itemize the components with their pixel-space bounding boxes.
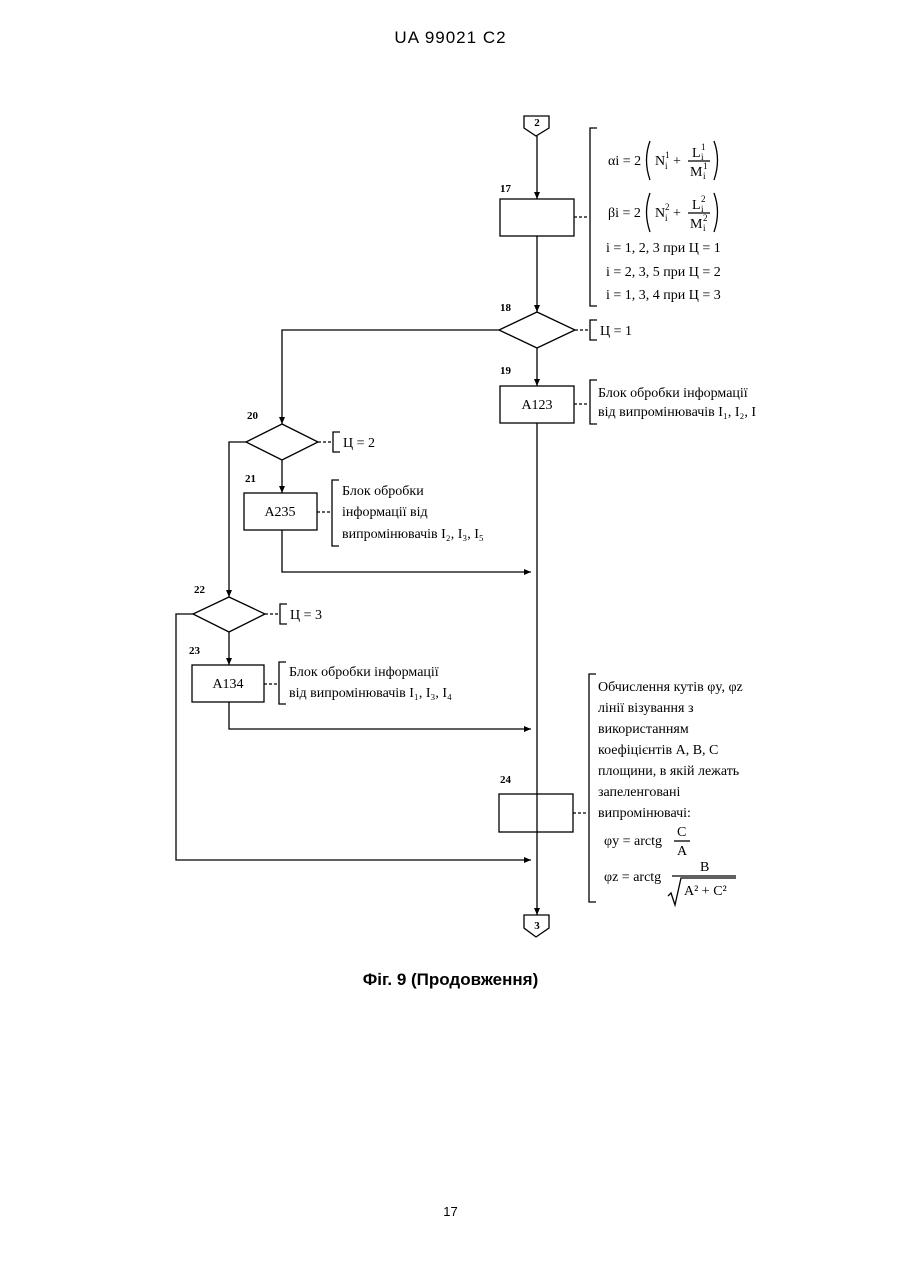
block-21-desc-3: випромінювачів I₂, I₃, I₅ — [342, 527, 484, 542]
beta-L-sup: 2 — [701, 194, 706, 204]
decision-18-condition: Ц = 1 — [600, 324, 632, 339]
block-18-number: 18 — [500, 302, 512, 314]
block-24-desc-5: площини, в якій лежать — [598, 764, 739, 779]
page-number: 17 — [0, 1204, 901, 1219]
block-24-desc-2: лінії візування з — [598, 701, 694, 716]
block-23-desc-2: від випромінювачів I₁, I₃, I₄ — [289, 686, 452, 701]
block-17 — [500, 199, 574, 236]
alpha-M: M — [690, 165, 703, 180]
alpha-M-sup: 1 — [703, 161, 708, 171]
connector-in-label: 2 — [534, 117, 540, 129]
phi-z-numerator: B — [700, 860, 709, 875]
alpha-N-sub: i — [665, 161, 668, 171]
block-23-label: A134 — [212, 677, 243, 692]
alpha-N-sup: 1 — [665, 150, 670, 160]
block-19-desc-1: Блок обробки інформації — [598, 386, 748, 401]
block-21-desc-2: інформації від — [342, 505, 428, 520]
block-19-number: 19 — [500, 365, 512, 377]
beta-formula-lhs: βi = 2 — [608, 206, 641, 221]
index-line-1: i = 1, 2, 3 при Ц = 1 — [606, 241, 721, 256]
phi-y-denominator: A — [677, 844, 688, 859]
beta-N: N — [655, 206, 665, 221]
index-line-3: i = 1, 3, 4 при Ц = 3 — [606, 288, 721, 303]
block-23-desc-1: Блок обробки інформації — [289, 665, 439, 680]
alpha-N: N — [655, 154, 665, 169]
alpha-L: L — [692, 146, 701, 161]
figure-caption: Фіг. 9 (Продовження) — [0, 970, 901, 990]
alpha-formula-lhs: αi = 2 — [608, 154, 641, 169]
block-24-desc-4: коефіцієнтів A, B, C — [598, 743, 718, 758]
connector-out-label: 3 — [534, 920, 540, 932]
decision-18 — [499, 312, 575, 348]
alpha-M-sub: i — [703, 171, 706, 181]
block-20-number: 20 — [247, 410, 259, 422]
block-24-desc-7: випромінювачі: — [598, 806, 691, 821]
phi-z-denominator: A² + C² — [684, 884, 727, 899]
alpha-L-sup: 1 — [701, 142, 706, 152]
block-21-label: A235 — [264, 505, 295, 520]
decision-22 — [193, 597, 265, 632]
block-22-number: 22 — [194, 584, 206, 596]
block-24-desc-1: Обчислення кутів φy, φz — [598, 680, 743, 695]
beta-N-sup: 2 — [665, 202, 670, 212]
block-24 — [499, 794, 573, 832]
decision-20 — [246, 424, 318, 460]
block-24-desc-3: використанням — [598, 722, 689, 737]
decision-20-condition: Ц = 2 — [343, 436, 375, 451]
block-24-desc-6: запеленговані — [598, 785, 680, 800]
decision-22-condition: Ц = 3 — [290, 608, 322, 623]
block-23-number: 23 — [189, 645, 201, 657]
block-21-desc-1: Блок обробки — [342, 484, 424, 499]
index-line-2: i = 2, 3, 5 при Ц = 2 — [606, 265, 721, 280]
block-21-number: 21 — [245, 473, 256, 485]
beta-L: L — [692, 198, 701, 213]
block-19-desc-2: від випромінювачів I₁, I₂, I — [598, 405, 756, 420]
block-24-number: 24 — [500, 774, 512, 786]
beta-plus: + — [673, 206, 681, 221]
block-19-label: A123 — [521, 398, 552, 413]
phi-y-lhs: φy = arctg — [604, 834, 662, 849]
phi-y-numerator: C — [677, 825, 686, 840]
beta-M-sub: i — [703, 223, 706, 233]
beta-M: M — [690, 217, 703, 232]
alpha-plus: + — [673, 154, 681, 169]
phi-z-lhs: φz = arctg — [604, 870, 661, 885]
beta-M-sup: 2 — [703, 213, 708, 223]
block-17-number: 17 — [500, 183, 512, 195]
beta-N-sub: i — [665, 213, 668, 223]
